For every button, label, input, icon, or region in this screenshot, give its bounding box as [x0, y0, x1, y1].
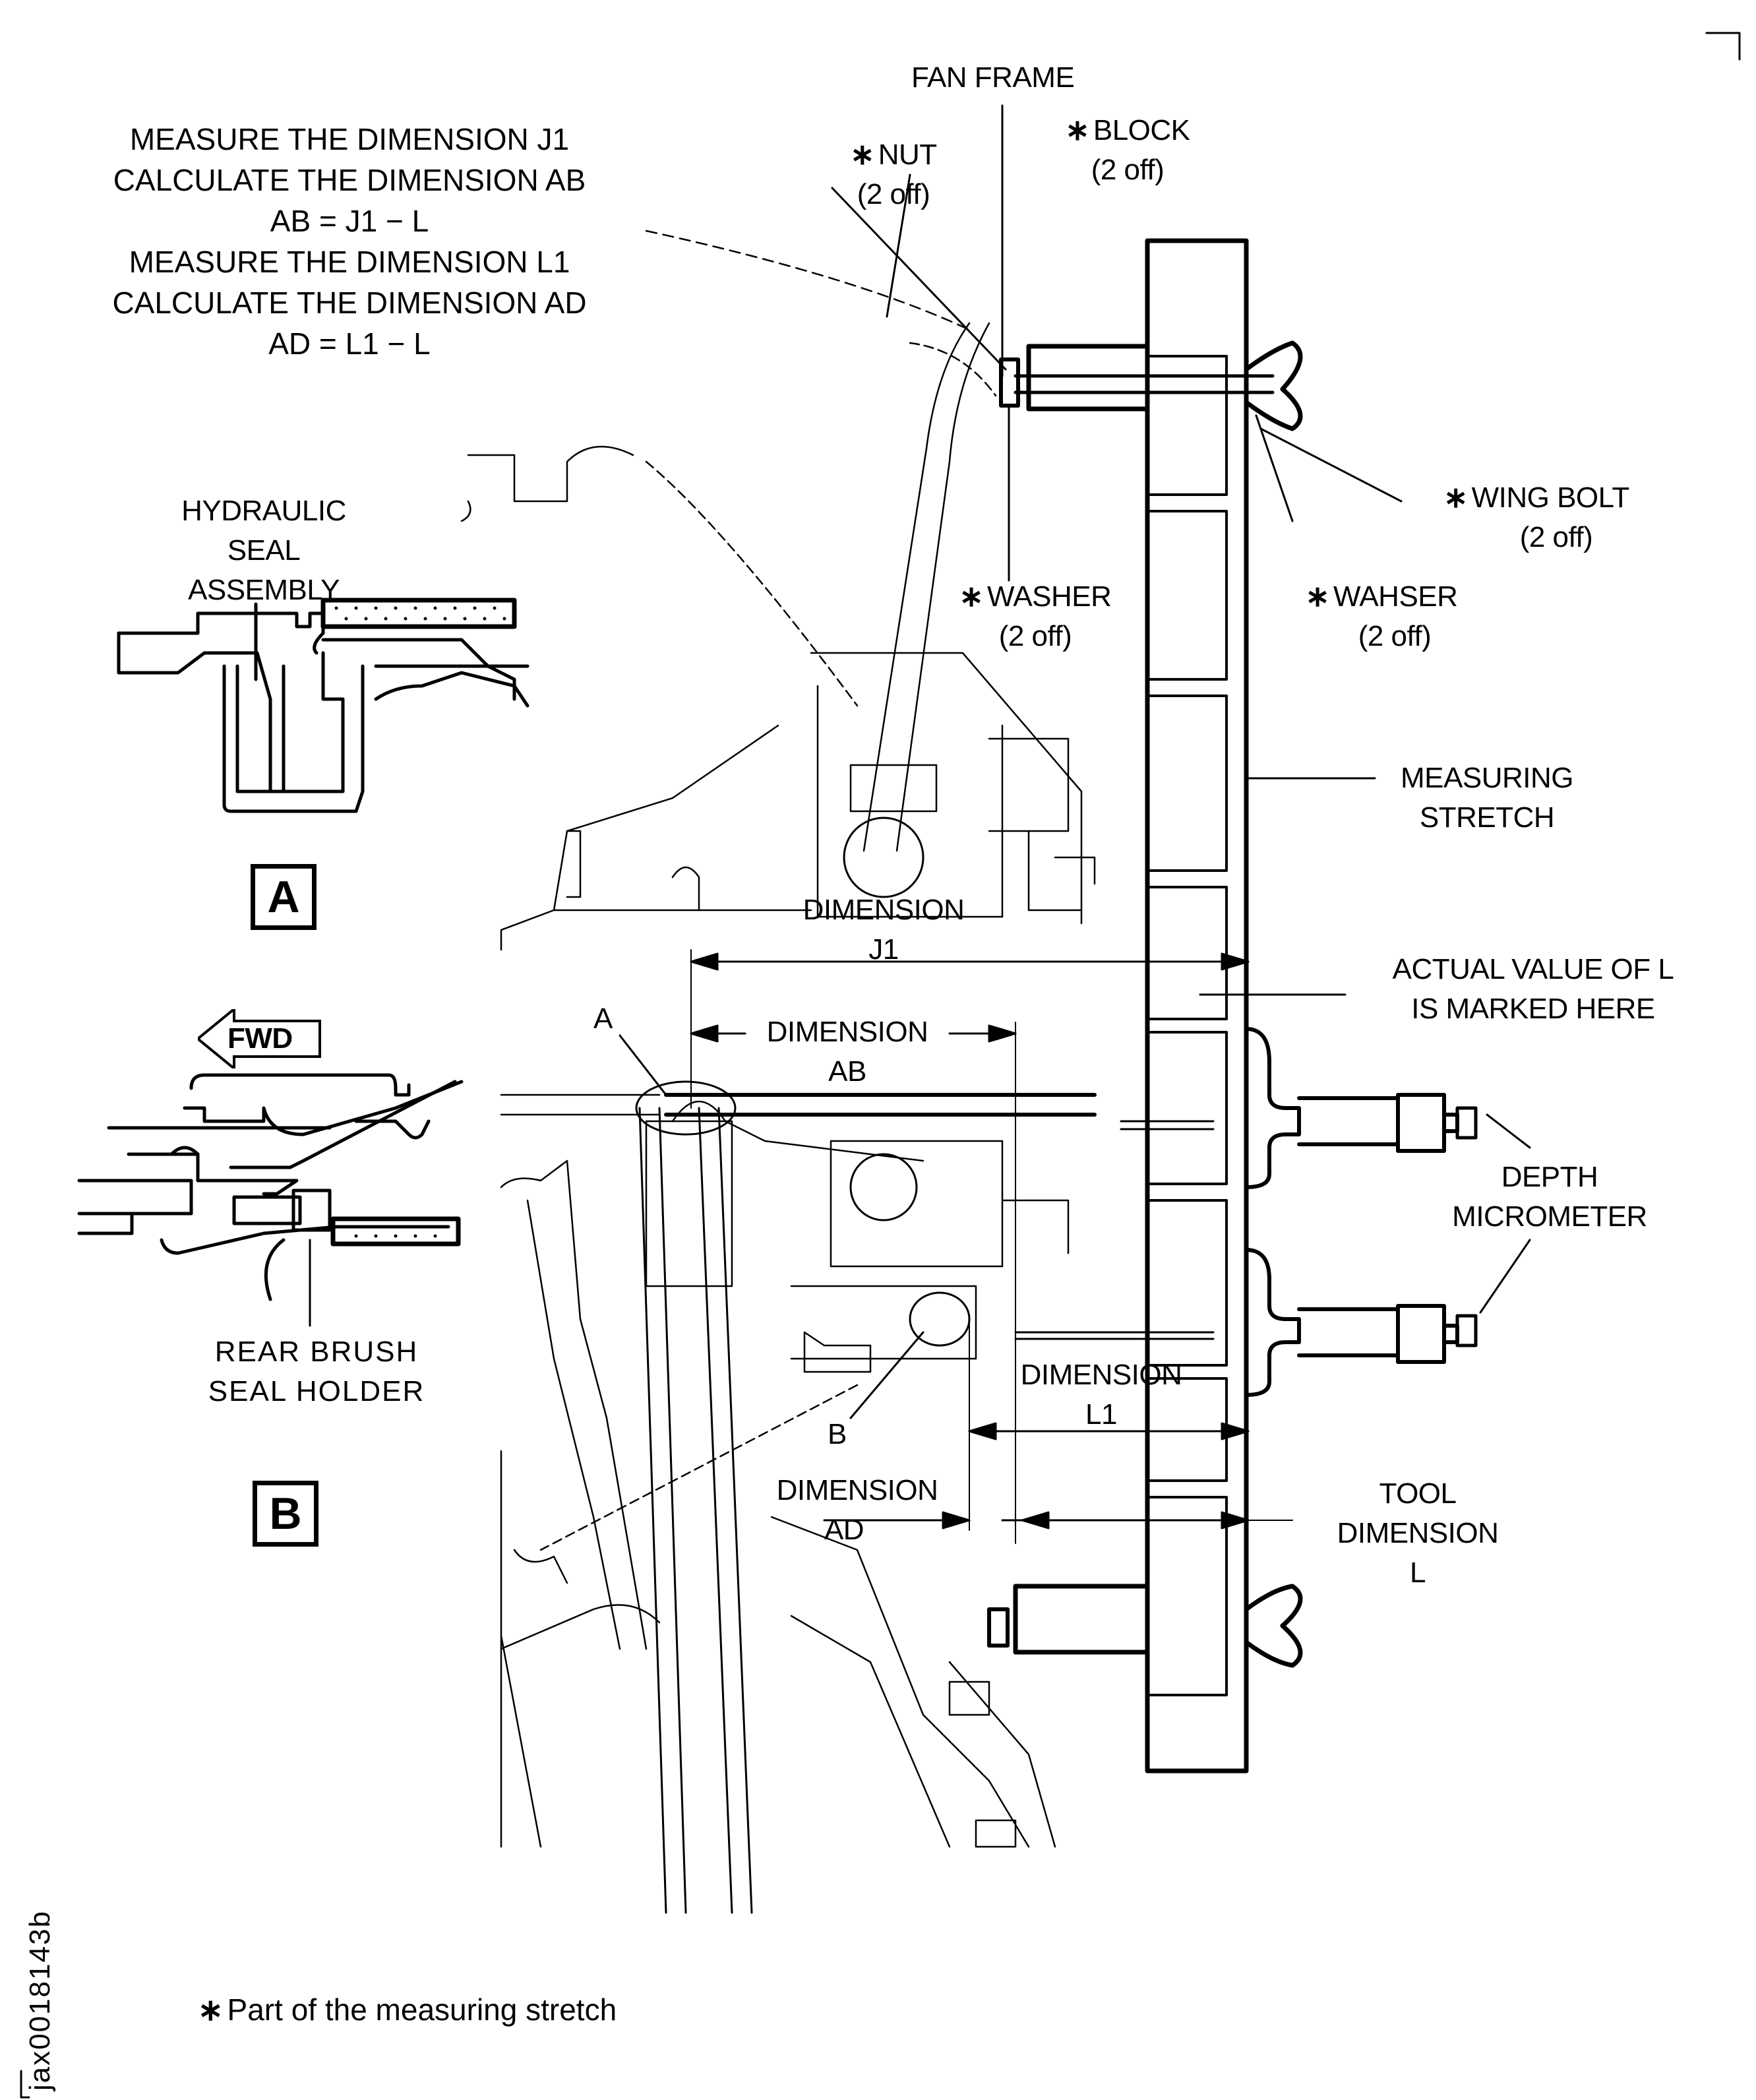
callout-fan-frame: FAN FRAME	[911, 61, 1075, 94]
instruction-line: AD = L1 − L	[268, 326, 431, 361]
depth-micrometer-upper	[1120, 1027, 1478, 1189]
dimension-ab-label: DIMENSION AB	[766, 1016, 928, 1088]
upper-block	[1026, 344, 1150, 412]
figure-id: jax0018143b	[24, 1909, 56, 2091]
detail-circle-a	[635, 1080, 737, 1136]
callout-wahser: ∗WAHSER (2 off)	[1305, 580, 1458, 652]
instruction-line: AB = J1 − L	[270, 204, 429, 238]
detail-a-title: HYDRAULIC SEAL ASSEMBLY	[181, 495, 346, 606]
footnote: ∗Part of the measuring stretch	[198, 1992, 617, 2027]
dimension-l1-label: DIMENSION L1	[1020, 1359, 1182, 1431]
asterisk-icon: ∗	[1065, 114, 1089, 146]
asterisk-icon: ∗	[959, 580, 984, 613]
callout-nut: ∗NUT (2 off)	[850, 139, 937, 210]
callout-depth-micrometer: DEPTH MICROMETER	[1452, 1161, 1647, 1233]
asterisk-icon: ∗	[198, 1992, 224, 2027]
measuring-stretch-tool	[987, 238, 1303, 1774]
detail-b-dots	[344, 1225, 447, 1238]
stretch-bar	[1145, 238, 1249, 1774]
instruction-line: MEASURE THE DIMENSION J1	[129, 122, 570, 156]
detail-a-dots	[334, 606, 506, 621]
wing-bolt-upper	[1244, 340, 1303, 431]
leader-a	[619, 1034, 667, 1096]
dimension-lines	[690, 949, 1293, 1544]
instruction-line: CALCULATE THE DIMENSION AB	[113, 163, 586, 197]
detail-b-label: B	[253, 1481, 318, 1547]
detail-a-label: A	[251, 864, 317, 930]
detail-b-drawing	[77, 1073, 464, 1327]
instruction-line: CALCULATE THE DIMENSION AD	[112, 286, 587, 320]
lower-nut	[987, 1607, 1010, 1648]
detail-b-title: REAR BRUSH SEAL HOLDER	[208, 1336, 425, 1407]
crop-mark-top-right	[1705, 32, 1741, 61]
forward-arrow-icon	[198, 1009, 321, 1068]
stretch-pockets	[1146, 355, 1228, 1696]
leader-b	[849, 1331, 924, 1419]
callout-measuring-stretch: MEASURING STRETCH	[1401, 762, 1573, 834]
detail-a-drawing	[117, 598, 530, 813]
crop-mark-bottom-left	[20, 2070, 30, 2099]
instruction-line: MEASURE THE DIMENSION L1	[129, 245, 570, 279]
callout-actual-value-l: ACTUAL VALUE OF L IS MARKED HERE	[1392, 953, 1674, 1025]
wing-bolt-lower	[1244, 1584, 1303, 1668]
asterisk-icon: ∗	[1305, 580, 1330, 613]
callout-wing-bolt: ∗WING BOLT (2 off)	[1443, 481, 1629, 553]
engine-structure	[460, 230, 1097, 1914]
detail-ref-b: B	[828, 1418, 847, 1450]
asterisk-icon: ∗	[1443, 481, 1468, 514]
asterisk-icon: ∗	[850, 139, 874, 171]
measurement-instructions: MEASURE THE DIMENSION J1 CALCULATE THE D…	[59, 119, 640, 364]
callout-block: ∗BLOCK (2 off)	[1065, 114, 1190, 186]
leader-lines	[831, 104, 1531, 1314]
upper-bolt	[1014, 374, 1275, 394]
lower-block	[1013, 1584, 1150, 1655]
fwd-label: FWD	[227, 1022, 293, 1055]
detail-ref-a: A	[593, 1003, 613, 1035]
depth-micrometer-lower	[1014, 1248, 1478, 1397]
callout-tool-dimension-l: TOOL DIMENSION L	[1337, 1477, 1499, 1589]
dimension-j1-label: DIMENSION J1	[802, 894, 965, 966]
dimension-ad-label: DIMENSION AD	[776, 1474, 938, 1546]
callout-washer: ∗WASHER (2 off)	[959, 580, 1112, 652]
